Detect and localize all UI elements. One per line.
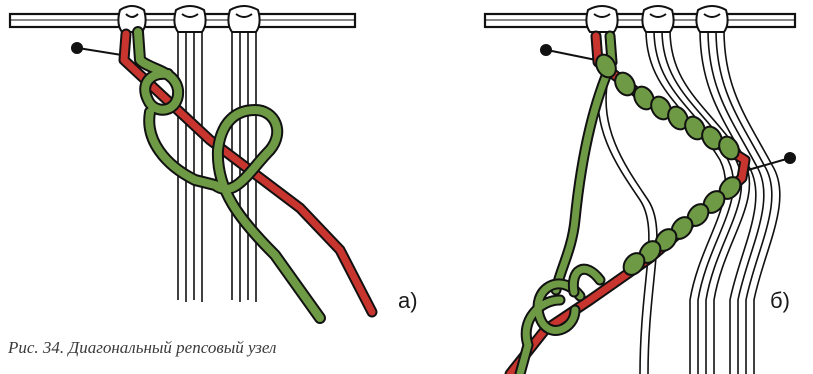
panel-b-drawing (485, 6, 796, 374)
pin-icon (748, 152, 796, 170)
panel-a-drawing (10, 6, 372, 318)
pin-icon (540, 44, 596, 60)
panel-label-b: б) (770, 288, 790, 314)
mounting-bar-b (485, 14, 795, 27)
mount-knots-b (586, 6, 727, 32)
knot-row-lower (619, 173, 744, 279)
figure-caption: Рис. 34. Диагональный репсовый узел (8, 338, 276, 358)
panel-label-a: а) (398, 288, 418, 314)
knotting-cord-a (138, 32, 320, 318)
